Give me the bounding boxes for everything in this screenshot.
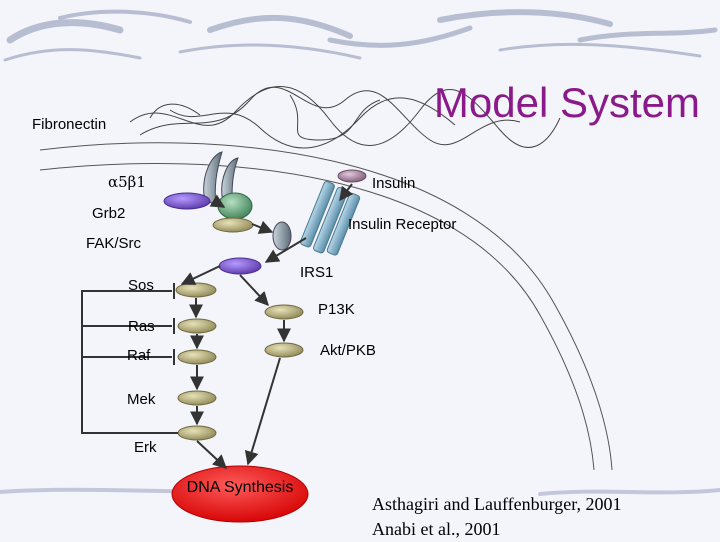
- fak-src-olive-node: [212, 217, 254, 233]
- label-grb2: Grb2: [92, 205, 126, 222]
- label-raf: Raf: [127, 347, 151, 364]
- citation: Asthagiri and Lauffenburger, 2001 Anabi …: [372, 492, 622, 542]
- irs1-node: [218, 257, 262, 275]
- label-integrin: α5β1: [108, 173, 146, 191]
- pathway-arrows: [180, 183, 354, 469]
- grb2-purple-node: [163, 192, 211, 210]
- dna-synthesis-node: [171, 465, 309, 523]
- akt-pkb-node: [264, 342, 304, 358]
- cell-membrane: [39, 142, 613, 471]
- header-decoration: [3, 9, 718, 62]
- erk-feedback-inhibition: [81, 283, 178, 434]
- slide-title: Model System: [433, 79, 700, 126]
- label-mek: Mek: [127, 391, 156, 408]
- label-fak-src: FAK/Src: [86, 235, 142, 252]
- mek-node: [177, 390, 217, 406]
- raf-node: [177, 349, 217, 365]
- label-dna-synthesis: DNA Synthesis: [186, 479, 294, 496]
- citation-line-1: Asthagiri and Lauffenburger, 2001: [372, 494, 622, 514]
- fak-src-node: [272, 221, 292, 251]
- p13k-node: [264, 304, 304, 320]
- insulin-node: [337, 169, 367, 183]
- label-ras: Ras: [128, 318, 155, 335]
- label-insulin: Insulin: [372, 175, 416, 192]
- label-insulin-receptor: Insulin Receptor: [348, 216, 457, 233]
- label-akt-pkb: Akt/PKB: [320, 342, 376, 359]
- sos-node: [175, 282, 217, 298]
- label-p13k: P13K: [318, 301, 355, 318]
- label-sos: Sos: [128, 277, 154, 294]
- label-erk: Erk: [134, 439, 157, 456]
- ras-node: [177, 318, 217, 334]
- fibronectin-fibers: [129, 86, 561, 149]
- citation-line-2: Anabi et al., 2001: [372, 519, 501, 539]
- label-irs1: IRS1: [300, 264, 334, 281]
- label-fibronectin: Fibronectin: [32, 116, 107, 133]
- erk-node: [177, 425, 217, 441]
